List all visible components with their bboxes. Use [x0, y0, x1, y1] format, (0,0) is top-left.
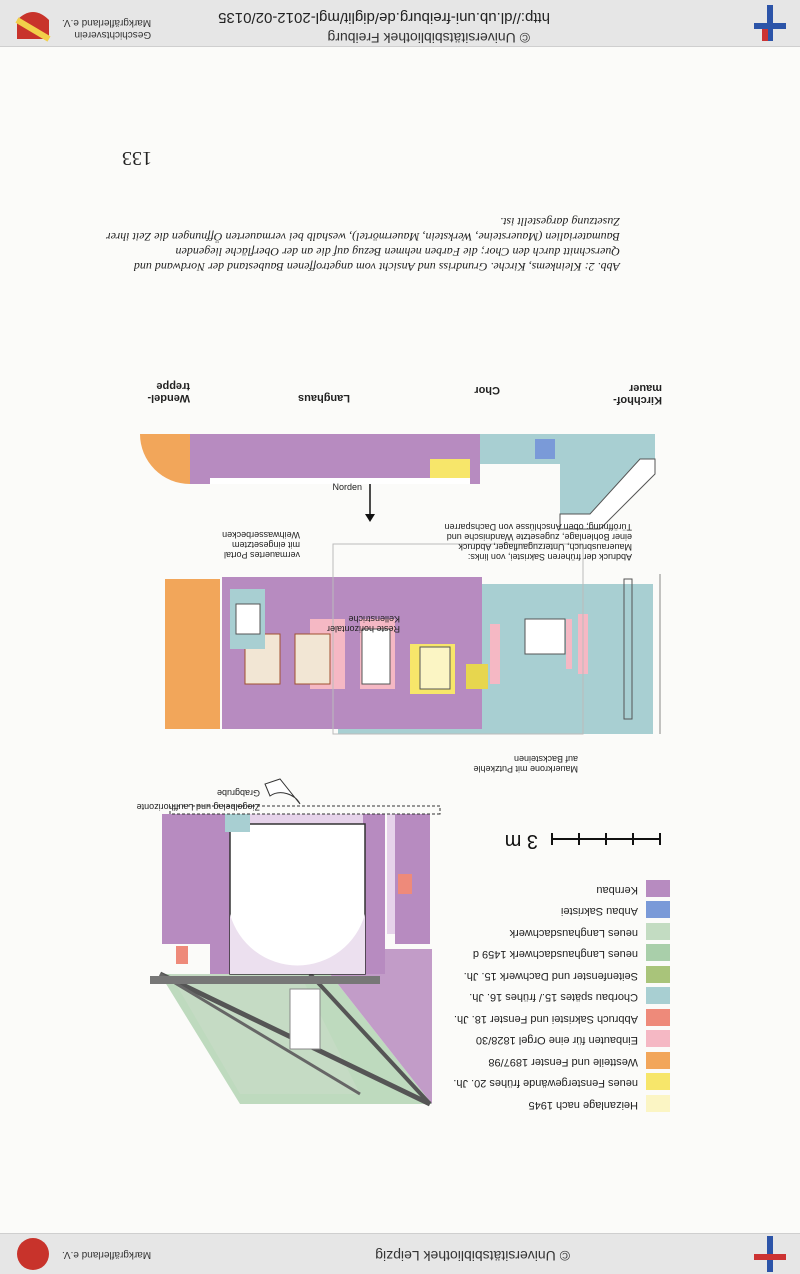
label-abdruck: Abdruck der früheren Sakristei, von link… [444, 522, 632, 562]
label-mauerkrone: Mauerkrone mit Putzkehle auf Backsteinen [473, 754, 578, 774]
society-crest-icon [14, 4, 52, 42]
figure-caption: Abb. 2: Kleinkems, Kirche. Grundriss und… [105, 215, 620, 274]
label-wendeltreppe: Wendel- treppe [147, 380, 190, 404]
label-portal: vermauertes Portal mit eingesetztem Weih… [222, 530, 300, 560]
label-chor: Chor [474, 384, 500, 396]
label-grabgrube: Grabgrube [216, 788, 260, 798]
label-reste: Reste horizontaler Kellenstriche [326, 614, 400, 634]
footer-bar: © Universitätsbibliothek Leipzig Markgrä… [0, 1233, 800, 1274]
page-number: 133 [122, 147, 152, 169]
header-copyright: © Universitätsbibliothek Freiburg [327, 30, 530, 46]
label-norden: Norden [332, 482, 362, 492]
label-ziegelbelag: Ziegelbelag und Lauffhorizonte [136, 802, 260, 812]
label-langhaus: Langhaus [298, 392, 350, 404]
society-crest-icon [14, 1235, 52, 1273]
library-logo-icon [750, 3, 790, 43]
header-url[interactable]: http://dl.ub.uni-freiburg.de/diglit/mgl-… [218, 9, 550, 26]
label-kirchhofmauer: Kirchhof- mauer [613, 382, 662, 406]
library-logo-icon [750, 1234, 790, 1274]
header-society: Geschichtsverein Markgräflerland e.V. [62, 17, 152, 40]
scale-bar: 3 m [412, 824, 662, 854]
header-bar: © Universitätsbibliothek Freiburg http:/… [0, 0, 800, 47]
